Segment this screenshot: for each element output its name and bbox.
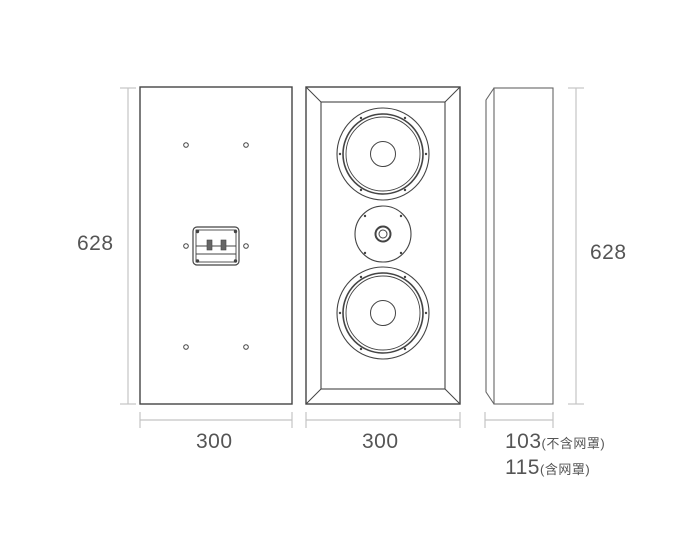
side-view bbox=[485, 87, 554, 405]
depth-with-grille-label: 115(含网罩) bbox=[505, 456, 590, 480]
depth-without-grille-label: 103(不含网罩) bbox=[505, 430, 605, 454]
terminal-plate bbox=[192, 226, 240, 266]
depth-without-grille-note: (不含网罩) bbox=[541, 436, 606, 451]
depth-with-grille-value: 115 bbox=[505, 456, 540, 479]
depth-without-grille-value: 103 bbox=[505, 430, 542, 453]
back-view bbox=[139, 86, 293, 405]
front-view bbox=[305, 86, 461, 405]
mounting-holes bbox=[183, 142, 249, 350]
back-height-label: 628 bbox=[77, 232, 114, 255]
side-height-label: 628 bbox=[590, 241, 627, 264]
depth-with-grille-note: (含网罩) bbox=[539, 462, 591, 477]
dimension-lines bbox=[120, 87, 584, 428]
tweeter bbox=[354, 205, 412, 263]
front-width-label: 300 bbox=[362, 430, 399, 453]
woofer-bottom bbox=[336, 266, 430, 360]
back-width-label: 300 bbox=[196, 430, 233, 453]
woofer-top bbox=[336, 107, 430, 201]
